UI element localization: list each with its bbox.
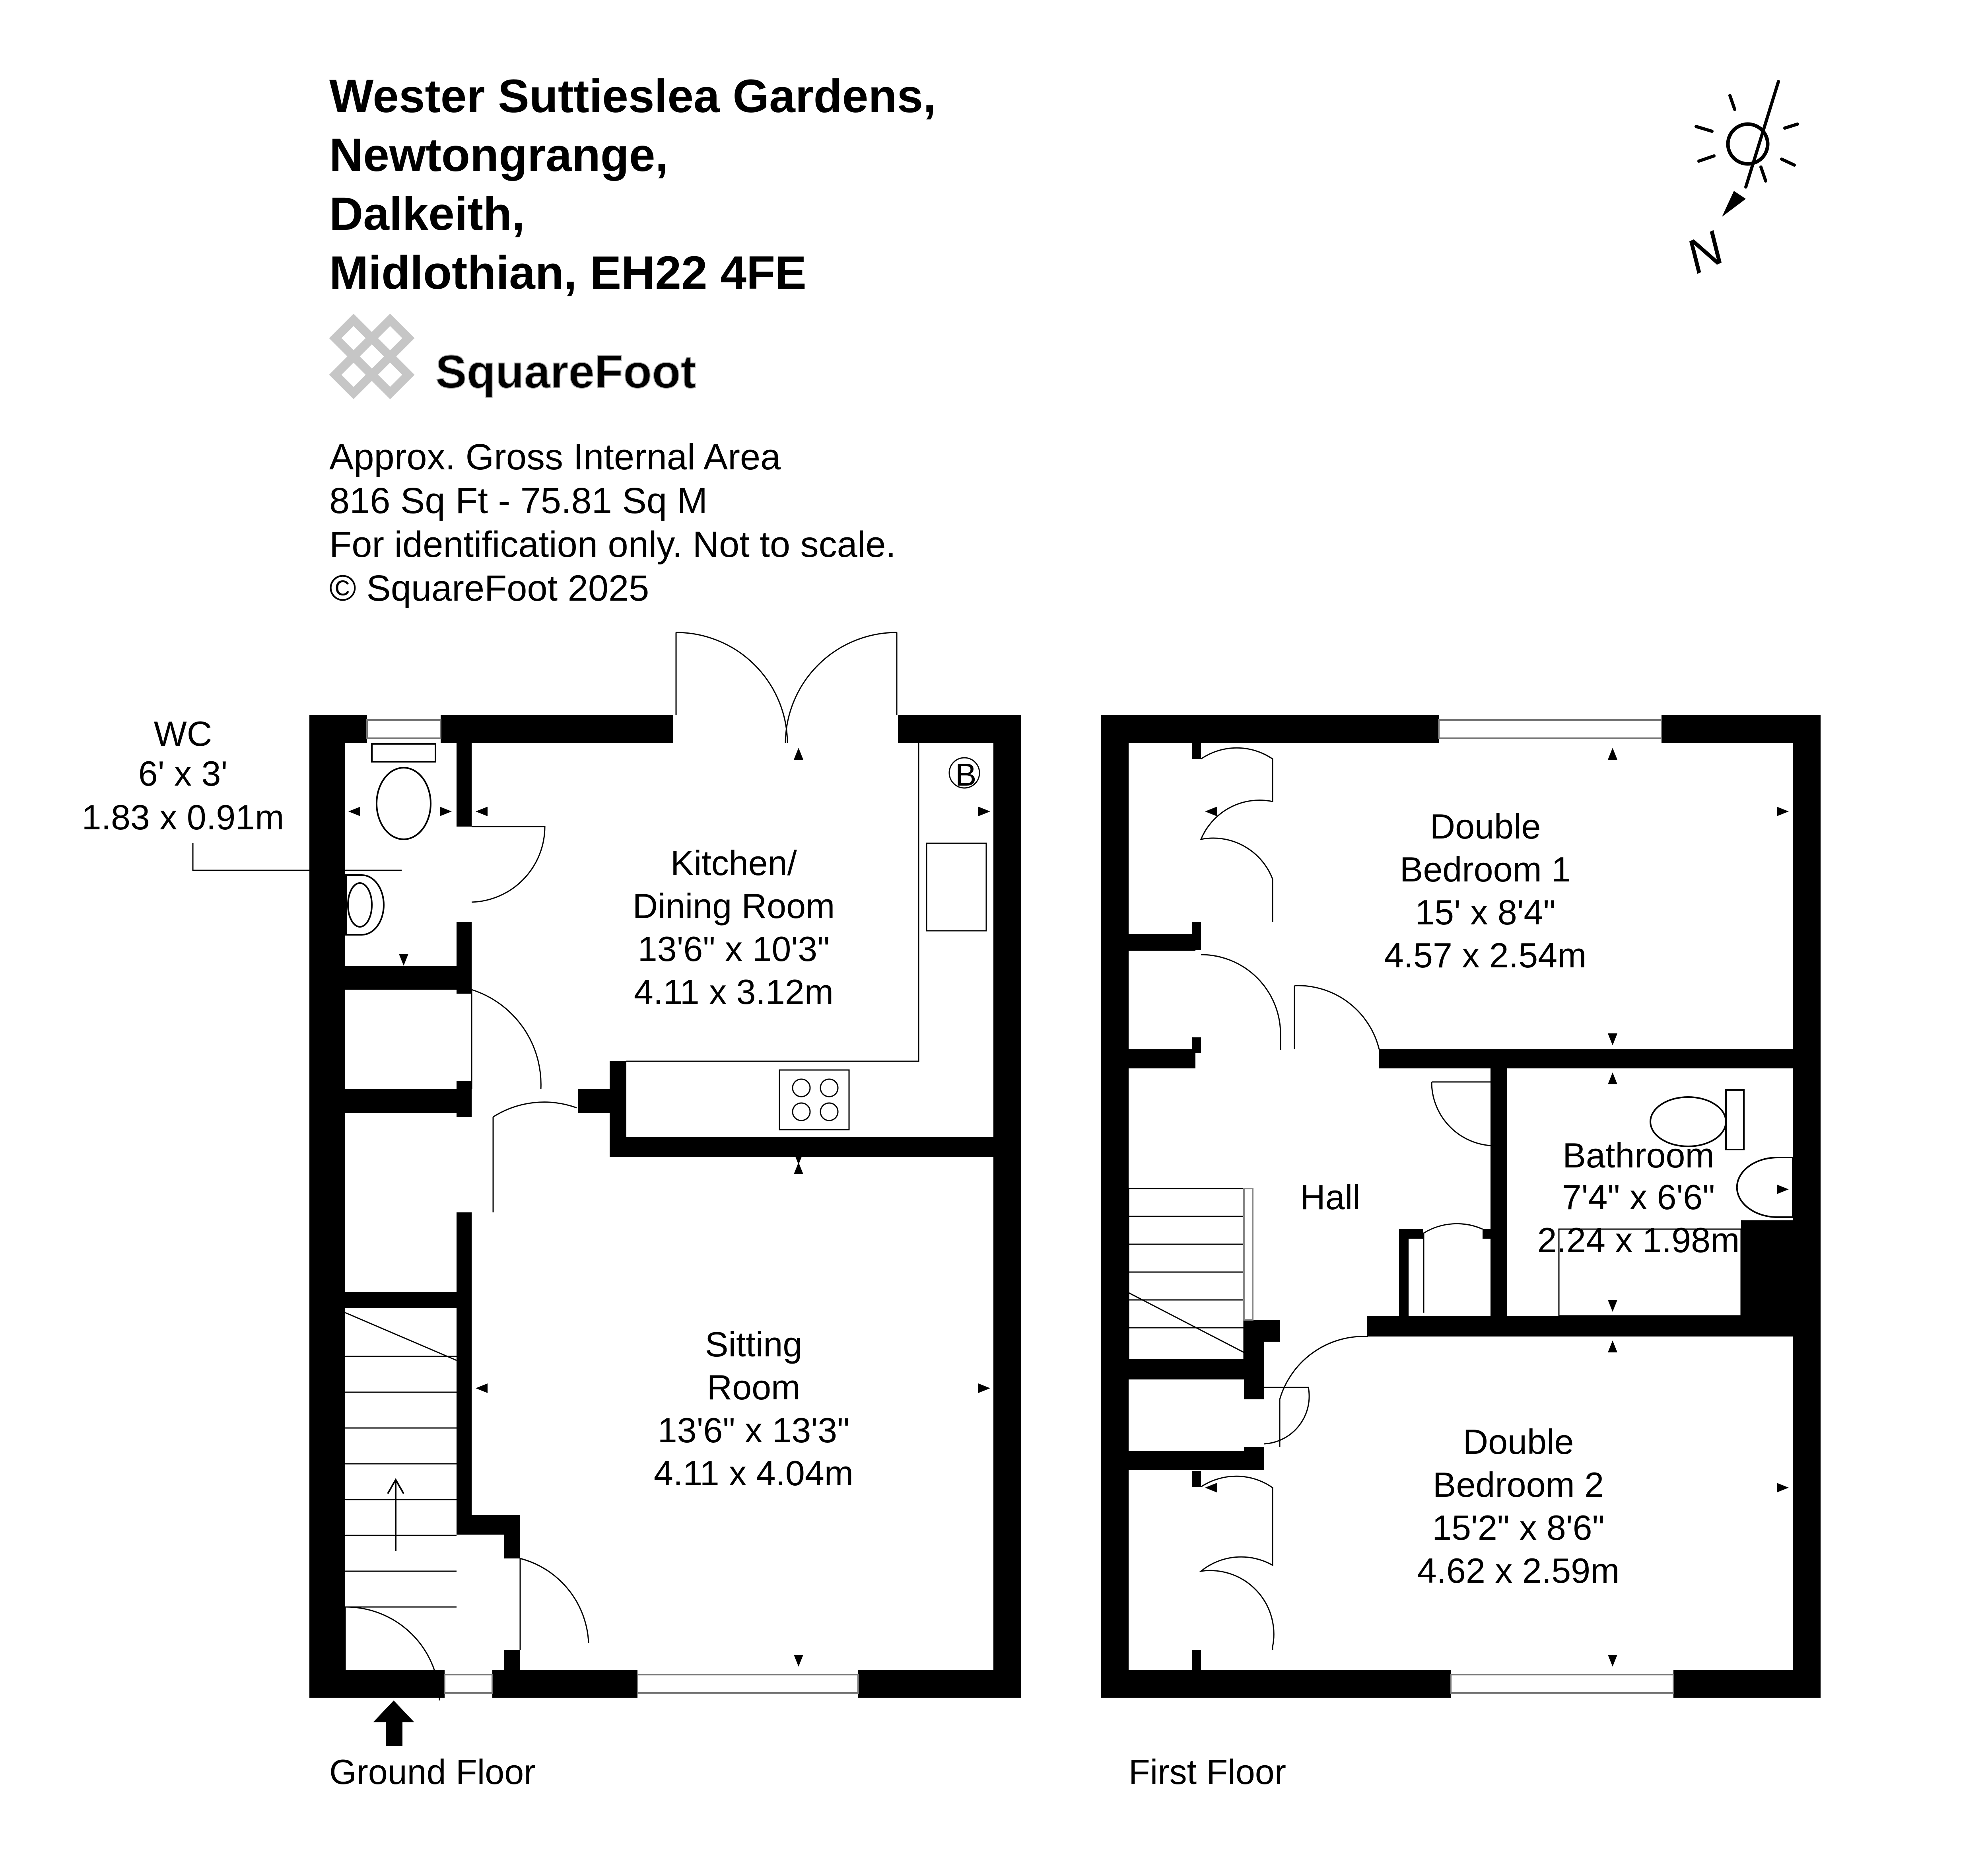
bedroom-2-window (1450, 1674, 1674, 1694)
bathroom-metric: 2.24 x 1.98m (1537, 1220, 1740, 1260)
sitting-room-label: Sitting Room 13'6" x 13'3" 4.11 x 4.04m (654, 1325, 853, 1493)
bed2-name-1: Double (1463, 1422, 1574, 1461)
kitchen-worktops: B (626, 743, 987, 1130)
kitchen-name-2: Dining Room (633, 886, 835, 926)
compass-north-label: N (1678, 221, 1731, 284)
bed1-imperial: 15' x 8'4" (1415, 893, 1556, 932)
wc-imperial: 6' x 3' (138, 754, 227, 793)
bed2-name-2: Bedroom 2 (1433, 1465, 1604, 1504)
sitting-name-1: Sitting (705, 1325, 803, 1364)
wc-window (366, 719, 441, 739)
address-line-4: Midlothian, EH22 4FE (329, 247, 806, 299)
hob-icon (779, 1069, 850, 1130)
bed1-metric: 4.57 x 2.54m (1384, 936, 1587, 975)
bathroom-name: Bathroom (1562, 1136, 1714, 1175)
dimension-markers (348, 748, 1789, 1667)
wc-basin-icon (345, 874, 385, 936)
sitting-name-2: Room (707, 1368, 801, 1407)
ground-floor-label: Ground Floor (329, 1752, 535, 1792)
boiler-label: B (955, 757, 976, 792)
entrance-window (444, 1674, 493, 1694)
address-line-1: Wester Suttieslea Gardens, (329, 70, 936, 123)
sitting-room-window (637, 1674, 859, 1694)
wc-label: WC 6' x 3' 1.83 x 0.91m (82, 714, 402, 871)
ground-floor-plan: B WC 6' x 3' 1.83 x 0.91m Kitchen/ Dini (82, 632, 1021, 1792)
cupboard-door-upper (471, 989, 542, 1089)
boiler-icon (948, 757, 980, 789)
wc-door (471, 826, 546, 903)
address-block: Wester Suttieslea Gardens, Newtongrange,… (329, 70, 936, 299)
wc-name: WC (154, 714, 212, 753)
sink-icon (926, 842, 987, 932)
squarefoot-logo: SquareFoot (329, 313, 697, 399)
area-info: Approx. Gross Internal Area 816 Sq Ft - … (329, 437, 896, 609)
entrance-arrow-icon (373, 1700, 414, 1746)
bed1-name-2: Bedroom 1 (1400, 850, 1571, 889)
kitchen-name-1: Kitchen/ (670, 843, 797, 883)
bed2-metric: 4.62 x 2.59m (1417, 1551, 1620, 1590)
address-line-3: Dalkeith, (329, 188, 525, 240)
first-floor-plan: Double Bedroom 1 15' x 8'4" 4.57 x 2.54m… (1101, 715, 1821, 1792)
bathroom-imperial: 7'4" x 6'6" (1562, 1177, 1715, 1217)
kitchen-metric: 4.11 x 3.12m (634, 972, 834, 1012)
french-doors (675, 632, 898, 743)
sitting-metric: 4.11 x 4.04m (654, 1453, 853, 1493)
logo-text: SquareFoot (435, 346, 696, 398)
wc-toilet-icon (371, 743, 436, 840)
kitchen-door (492, 1101, 577, 1212)
first-floor-doors (1199, 747, 1491, 1650)
bathroom-basin-icon (1736, 1157, 1794, 1218)
ground-floor-walls (309, 715, 1021, 1698)
first-floor-label: First Floor (1129, 1752, 1286, 1792)
area-line-2: 816 Sq Ft - 75.81 Sq M (329, 481, 707, 521)
kitchen-imperial: 13'6" x 10'3" (638, 929, 830, 969)
sun-compass-icon: N (1678, 80, 1799, 284)
wc-metric: 1.83 x 0.91m (82, 798, 284, 837)
ground-floor-stairs (345, 1312, 457, 1608)
bedroom-1-label: Double Bedroom 1 15' x 8'4" 4.57 x 2.54m (1384, 807, 1587, 975)
bathroom-fixtures (1558, 1089, 1794, 1317)
area-line-4: © SquareFoot 2025 (329, 568, 649, 609)
address-line-2: Newtongrange, (329, 129, 668, 181)
front-door (344, 1606, 440, 1701)
first-floor-stairs (1128, 1188, 1253, 1360)
bedroom-2-label: Double Bedroom 2 15'2" x 8'6" 4.62 x 2.5… (1417, 1422, 1620, 1590)
bedroom-1-window (1438, 719, 1662, 739)
sitting-room-door (519, 1558, 589, 1650)
area-line-1: Approx. Gross Internal Area (329, 437, 781, 477)
area-line-3: For identification only. Not to scale. (329, 524, 896, 565)
first-floor-walls (1101, 715, 1821, 1698)
bed1-name-1: Double (1430, 807, 1541, 846)
bed2-imperial: 15'2" x 8'6" (1432, 1508, 1605, 1547)
logo-mark-icon (329, 313, 415, 399)
kitchen-label: Kitchen/ Dining Room 13'6" x 10'3" 4.11 … (633, 843, 835, 1012)
bath-icon (1558, 1228, 1742, 1317)
hall-label: Hall (1300, 1177, 1360, 1217)
bathroom-label: Bathroom 7'4" x 6'6" 2.24 x 1.98m (1537, 1136, 1740, 1260)
sitting-imperial: 13'6" x 13'3" (658, 1410, 850, 1450)
